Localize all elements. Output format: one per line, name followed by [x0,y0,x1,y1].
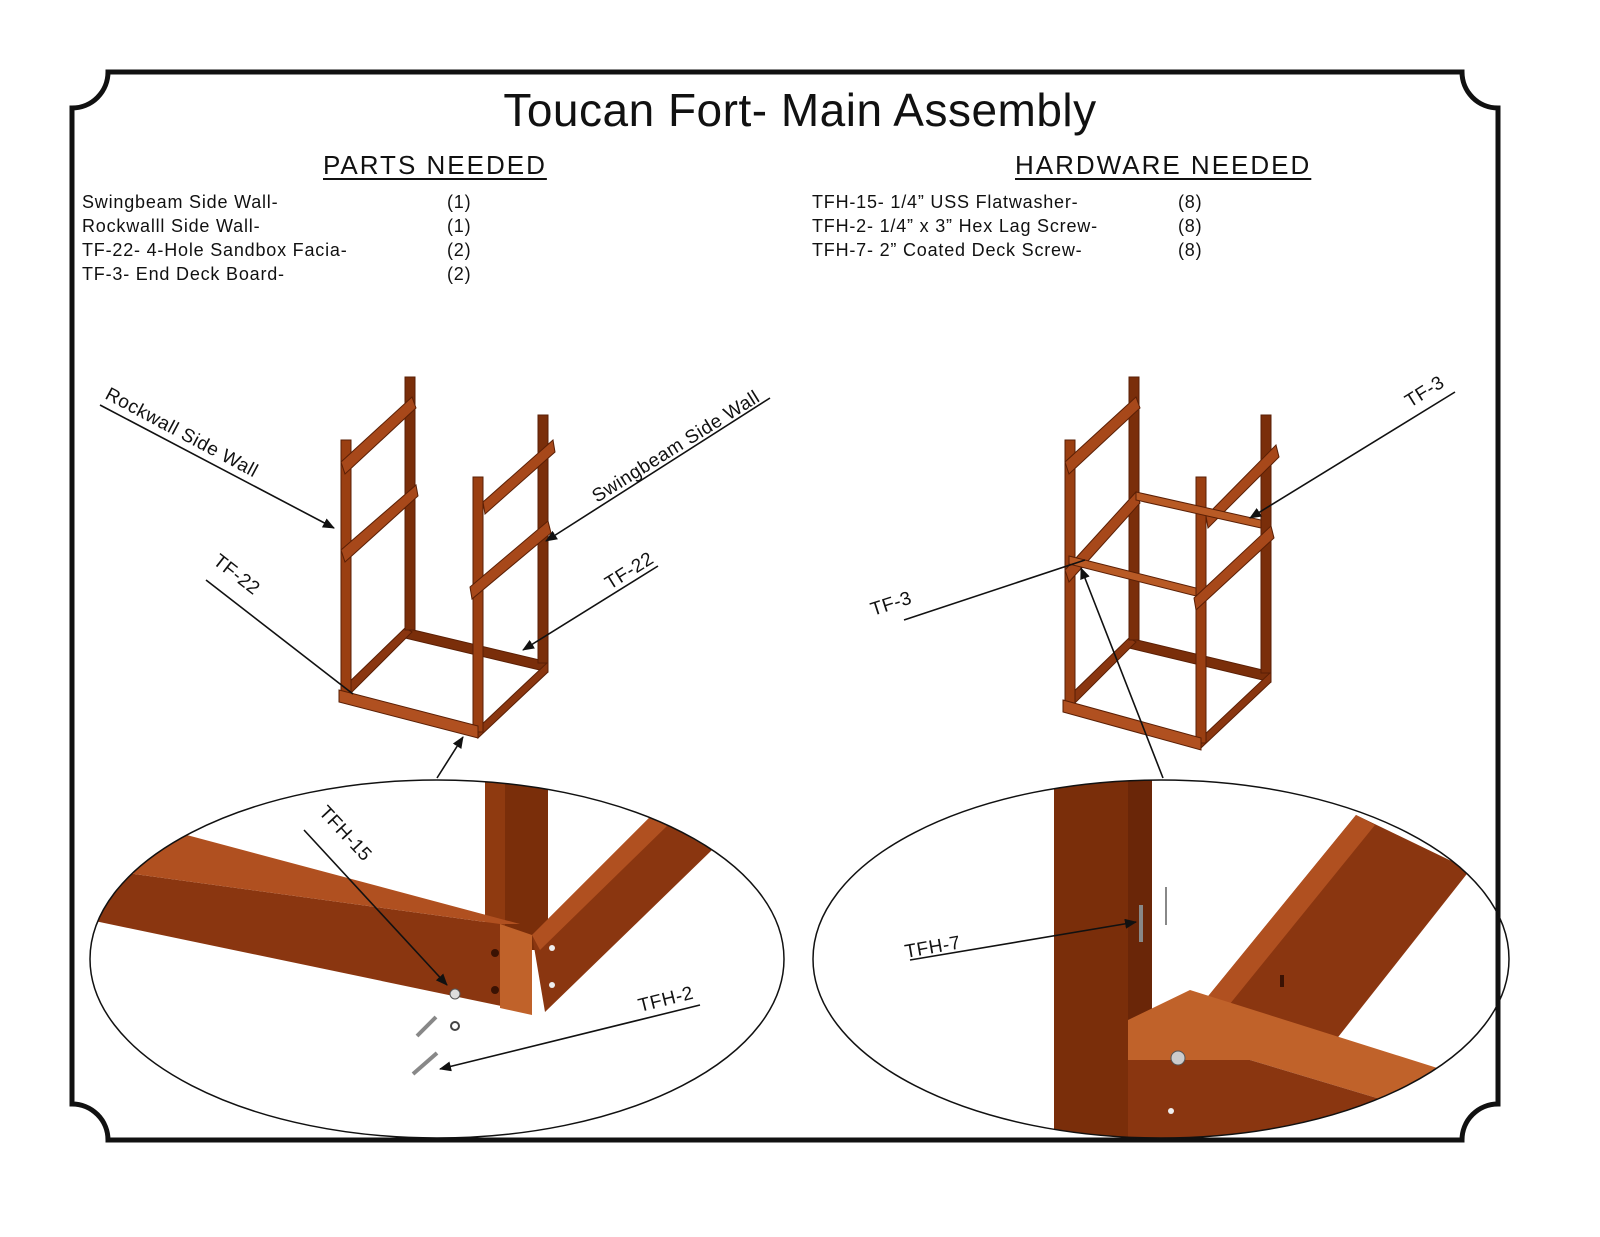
right-detail-ellipse [812,779,1510,1139]
part-qty: (2) [447,264,472,284]
hardware-name: TFH-2- 1/4” x 3” Hex Lag Screw- [812,216,1098,236]
parts-row: Rockwalll Side Wall- (1) [82,214,471,238]
bolt-hole [549,945,555,951]
callout-detail-right-line [1080,567,1164,779]
callout-tf3-right-line [1249,391,1456,519]
lag-screw-icon [415,1015,438,1038]
callout-swingbeam: Swingbeam Side Wall [589,387,764,507]
hardware-row: TFH-2- 1/4” x 3” Hex Lag Screw- (8) [812,214,1202,238]
callout-tf3-left-line [903,559,1086,621]
bolt-hole [491,949,499,957]
parts-row: TF-22- 4-Hole Sandbox Facia- (2) [82,238,471,262]
hardware-qty: (8) [1178,240,1203,260]
left-detail-view [90,780,712,1076]
callout-rockwall: Rockwall Side Wall [102,384,262,482]
lag-screw-icon [411,1051,439,1076]
bolt-hole [549,982,555,988]
part-qty: (1) [447,216,472,236]
right-fort-frame [1062,376,1280,751]
callout-tf22-left-line [205,579,354,695]
callout-tf22-left: TF-22 [209,550,264,599]
callout-tfh2: TFH-2 [636,983,696,1017]
callout-tfh7: TFH-7 [903,932,962,962]
callout-detail-left-line [436,736,464,779]
part-name: TF-3- End Deck Board- [82,264,285,284]
parts-list: Swingbeam Side Wall- (1) Rockwalll Side W… [82,190,471,286]
callout-swingbeam-line [545,397,771,542]
parts-row: TF-3- End Deck Board- (2) [82,262,471,286]
hardware-name: TFH-7- 2” Coated Deck Screw- [812,240,1083,260]
part-qty: (2) [447,240,472,260]
hardware-row: TFH-15- 1/4” USS Flatwasher- (8) [812,190,1202,214]
washer-icon [450,1021,460,1031]
callout-tfh7-line [909,918,1137,961]
bolt-hole [1168,1108,1174,1114]
part-name: Rockwalll Side Wall- [82,216,261,236]
hardware-name: TFH-15- 1/4” USS Flatwasher- [812,192,1079,212]
screw-head-icon [1170,1050,1186,1066]
callout-lines [99,391,1456,1072]
hardware-qty: (8) [1178,192,1203,212]
callout-tf22-right: TF-22 [602,548,658,594]
hardware-heading: HARDWARE NEEDED [1015,150,1312,180]
callout-tf3-left: TF-3 [868,588,915,621]
page-title: Toucan Fort- Main Assembly [503,84,1097,136]
parts-heading: PARTS NEEDED [323,150,547,180]
parts-row: Swingbeam Side Wall- (1) [82,190,471,214]
part-name: Swingbeam Side Wall- [82,192,279,212]
callout-tf3-right: TF-3 [1402,372,1449,412]
bolt-hole [1280,975,1284,987]
hardware-list: TFH-15- 1/4” USS Flatwasher- (8) TFH-2- 1… [812,190,1202,262]
right-detail-view [1054,780,1470,1138]
left-detail-ellipse [89,779,785,1139]
callout-tfh2-line [439,1004,701,1072]
bolt-hole [491,986,499,994]
callout-tf22-right-line [522,565,659,651]
callout-tfh15: TFH-15 [314,802,375,866]
hardware-row: TFH-7- 2” Coated Deck Screw- (8) [812,238,1202,262]
left-fort-frame [338,376,556,740]
hardware-qty: (8) [1178,216,1203,236]
callout-rockwall-line [99,404,335,529]
callout-tfh15-line [303,829,448,986]
part-name: TF-22- 4-Hole Sandbox Facia- [82,240,348,260]
washer-icon [449,988,461,1000]
part-qty: (1) [447,192,472,212]
